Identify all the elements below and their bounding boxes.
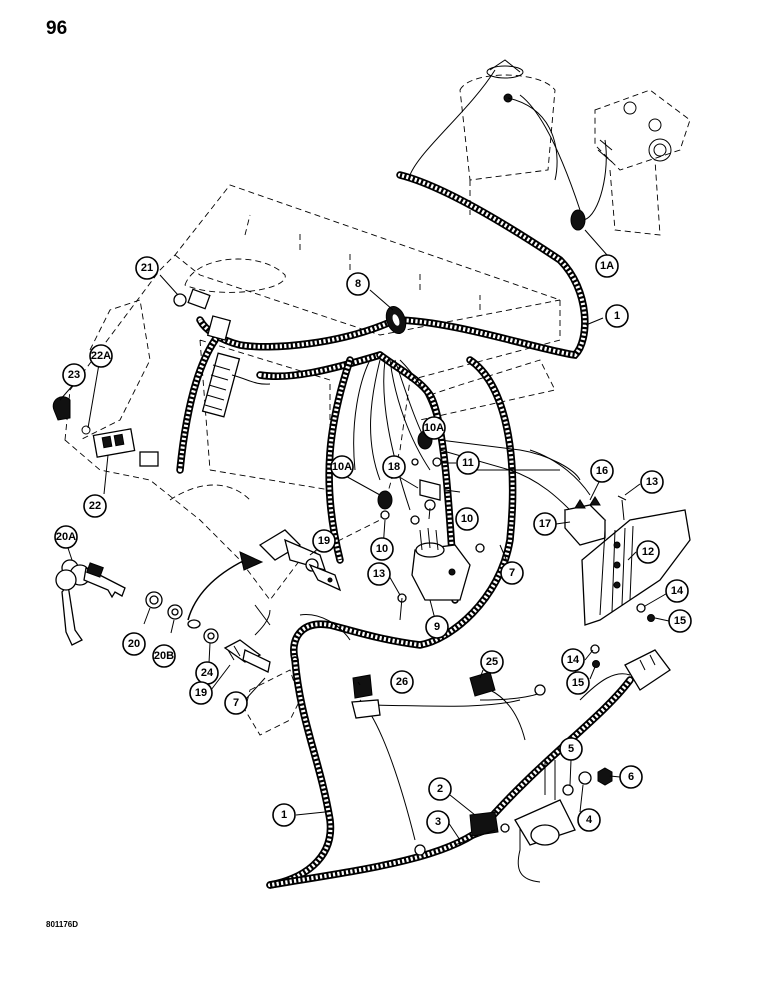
callout-19-top: 19 <box>312 529 336 553</box>
page-number: 96 <box>46 18 68 39</box>
callout-22a: 22A <box>89 344 113 368</box>
branch-wires <box>254 359 631 841</box>
callout-2: 2 <box>428 777 452 801</box>
callout-label: 26 <box>396 676 408 688</box>
callout-14-right: 14 <box>665 579 689 603</box>
callout-11: 11 <box>456 451 480 475</box>
callout-14-left: 14 <box>561 648 585 672</box>
callout-7-right: 7 <box>500 561 524 585</box>
callout-23: 23 <box>62 363 86 387</box>
callout-label: 11 <box>462 457 474 469</box>
callout-label: 20B <box>154 650 174 662</box>
callout-10a-top: 10A <box>422 416 446 440</box>
callout-label: 25 <box>486 656 498 668</box>
callout-15-right: 15 <box>668 609 692 633</box>
callout-label: 9 <box>434 621 440 633</box>
callout-label: 4 <box>586 814 593 826</box>
wiring-harness <box>176 171 634 889</box>
callout-label: 5 <box>568 743 574 755</box>
callout-21: 21 <box>135 256 159 280</box>
callout-label: 10 <box>376 543 388 555</box>
callout-3: 3 <box>426 810 450 834</box>
callout-20: 20 <box>122 632 146 656</box>
callout-16: 16 <box>590 459 614 483</box>
callout-label: 20A <box>56 531 76 543</box>
callout-label: 13 <box>646 476 658 488</box>
callout-label: 12 <box>642 546 654 558</box>
callout-label: 18 <box>388 461 400 473</box>
callout-8: 8 <box>346 272 370 296</box>
callout-label: 17 <box>539 518 551 530</box>
callout-9: 9 <box>425 615 449 639</box>
key-switch <box>258 529 342 592</box>
callout-7-left: 7 <box>224 691 248 715</box>
figure-code: 801176D <box>46 920 79 929</box>
callout-label: 3 <box>435 816 441 828</box>
switch-panel <box>81 425 159 467</box>
callout-label: 10 <box>461 513 473 525</box>
callout-label: 1A <box>600 260 614 272</box>
callout-label: 19 <box>195 687 207 699</box>
callout-5: 5 <box>559 737 583 761</box>
callout-1-top: 1 <box>605 304 629 328</box>
callout-6: 6 <box>619 765 643 789</box>
callout-label: 22 <box>89 500 101 512</box>
hydraulic-filter-assembly <box>409 59 691 236</box>
callout-label: 1 <box>614 310 620 322</box>
callout-13-left: 13 <box>367 562 391 586</box>
callout-20a: 20A <box>54 525 78 549</box>
callout-24: 24 <box>195 661 219 685</box>
callout-26: 26 <box>390 670 414 694</box>
ignition-keys <box>55 559 126 646</box>
clamp-assembly <box>454 760 613 883</box>
callout-label: 10A <box>424 422 444 434</box>
callout-label: 23 <box>68 369 80 381</box>
callout-label: 6 <box>628 771 634 783</box>
callout-label: 1 <box>281 809 287 821</box>
multi-pin-connector <box>201 352 271 418</box>
callout-10-right: 10 <box>455 507 479 531</box>
callout-22: 22 <box>83 494 107 518</box>
callout-label: 8 <box>355 278 361 290</box>
mounting-bracket <box>581 495 691 626</box>
key-switch-bottom <box>223 639 271 673</box>
callout-label: 15 <box>572 677 584 689</box>
callout-label: 14 <box>567 654 580 666</box>
callout-20b: 20B <box>152 644 176 668</box>
callout-label: 7 <box>509 567 515 579</box>
starter-solenoid <box>411 527 471 601</box>
callout-1-bottom: 1 <box>272 803 296 827</box>
callout-label: 21 <box>141 262 153 274</box>
callout-18: 18 <box>382 455 406 479</box>
callout-label: 24 <box>201 667 214 679</box>
callout-label: 10A <box>332 461 352 473</box>
callout-15-left: 15 <box>566 671 590 695</box>
install-arrow <box>187 559 246 621</box>
callout-label: 19 <box>318 535 330 547</box>
callout-label: 20 <box>128 638 140 650</box>
callout-label: 16 <box>596 465 608 477</box>
callout-1a: 1A <box>595 254 619 278</box>
callout-label: 2 <box>437 783 443 795</box>
callout-25: 25 <box>480 650 504 674</box>
callout-label: 7 <box>233 697 239 709</box>
callout-4: 4 <box>577 808 601 832</box>
components <box>52 288 691 883</box>
callout-13-right: 13 <box>640 470 664 494</box>
callout-19-bottom: 19 <box>189 681 213 705</box>
callout-12: 12 <box>636 540 660 564</box>
callout-label: 22A <box>91 350 111 362</box>
callout-label: 13 <box>373 568 385 580</box>
callout-label: 14 <box>671 585 684 597</box>
callout-17: 17 <box>533 512 557 536</box>
callout-10-left: 10 <box>370 537 394 561</box>
callout-10a-left: 10A <box>330 455 354 479</box>
callout-label: 15 <box>674 615 686 627</box>
relay <box>563 496 607 546</box>
light-switch <box>173 288 232 341</box>
